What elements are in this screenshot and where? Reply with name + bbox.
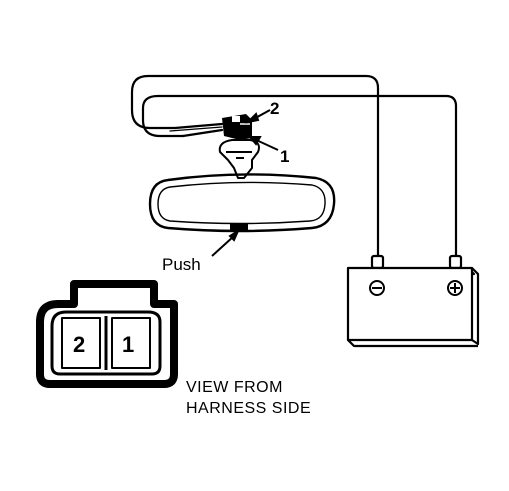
view-label-line2: HARNESS SIDE	[186, 400, 311, 417]
pin-2-cell	[61, 317, 101, 369]
rearview-mirror	[148, 173, 336, 233]
mirror-mount	[218, 139, 260, 179]
push-leader	[211, 228, 241, 257]
positive-terminal-icon	[447, 280, 463, 296]
mirror-connector-plug	[222, 114, 252, 140]
connector-cavity	[50, 310, 162, 376]
connector-shell	[36, 280, 178, 388]
battery-case	[346, 266, 474, 342]
negative-terminal-icon	[369, 280, 385, 296]
wire-harness	[130, 74, 458, 257]
battery-positive-post	[448, 254, 463, 270]
harness-connector	[36, 280, 178, 388]
mirror-glass	[157, 181, 326, 225]
terminal-1-label: 1	[280, 147, 289, 166]
connector-pin-1-label: 1	[122, 332, 134, 357]
mirror-housing	[148, 173, 336, 233]
connector-pin-2-label: 2	[73, 332, 85, 357]
pin-1-cell	[111, 317, 151, 369]
push-label: Push	[162, 255, 201, 274]
battery-negative-post	[370, 254, 385, 270]
wire-positive	[141, 94, 458, 257]
mirror-push-button	[230, 224, 248, 230]
wire-negative	[130, 74, 380, 257]
battery	[346, 254, 480, 348]
callout-leaders	[244, 109, 279, 151]
terminal-2-label: 2	[270, 99, 279, 118]
view-label-line1: VIEW FROM	[186, 379, 283, 396]
